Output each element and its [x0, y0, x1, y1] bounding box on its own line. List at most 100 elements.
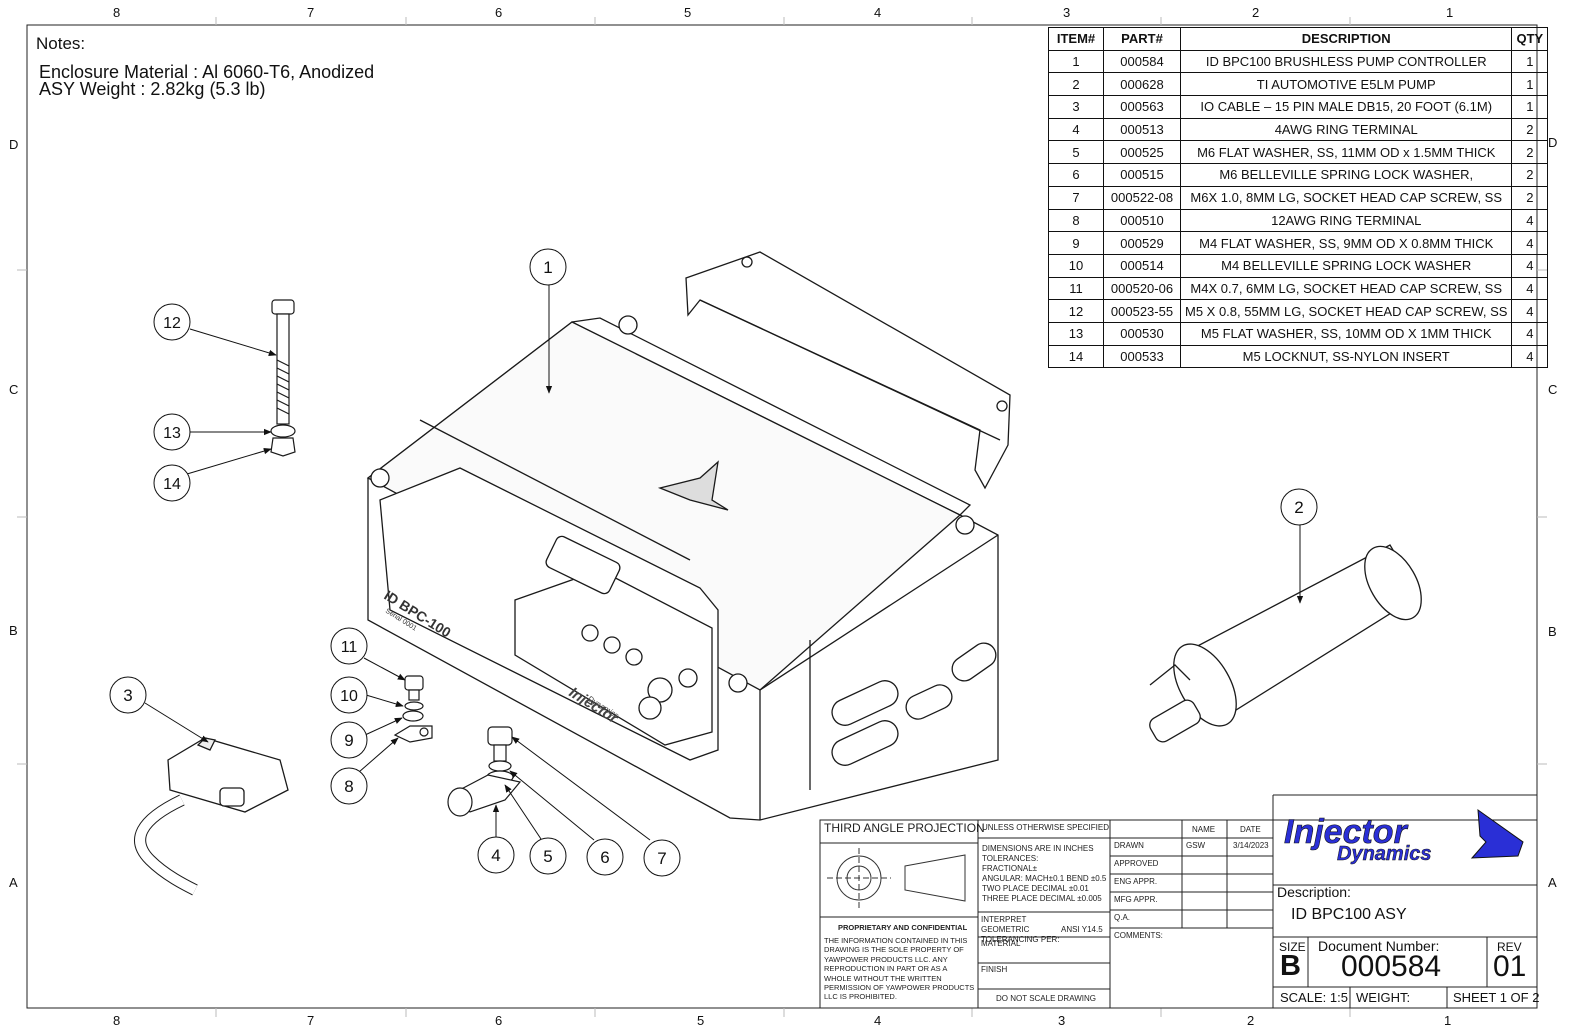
zone-label: B [1548, 624, 1557, 639]
zone-label: 4 [874, 1013, 882, 1028]
zone-label: 5 [697, 1013, 705, 1028]
projection-label: THIRD ANGLE PROJECTION [824, 821, 985, 835]
balloon-item-14: 14 [153, 464, 191, 502]
interpret-label: INTERPRET GEOMETRIC TOLERANCING PER: [981, 915, 1060, 944]
zone-label: 5 [684, 5, 692, 20]
bom-description: M5 LOCKNUT, SS-NYLON INSERT [1179, 344, 1513, 369]
proprietary-notice: THE INFORMATION CONTAINED IN THIS DRAWIN… [824, 936, 975, 1002]
signoff-role: Q.A. [1114, 913, 1131, 922]
ring-terminal-12awg-part [393, 725, 433, 743]
zone-label: 3 [1058, 1013, 1066, 1028]
balloon-number: 4 [491, 846, 500, 865]
zone-label: 2 [1252, 5, 1260, 20]
dimensions-line: FRACTIONAL± [982, 864, 1038, 873]
balloon-number: 6 [600, 848, 609, 867]
size-value: B [1280, 950, 1301, 982]
date-header: DATE [1240, 825, 1261, 834]
notes-block: Notes: Enclosure Material : Al 6060-T6, … [36, 34, 374, 98]
fuel-pump-part [1149, 544, 1422, 743]
flat-washer-m4-part [402, 710, 424, 722]
socket-screw-m5-part [271, 299, 295, 425]
bom-quantity: 4 [1511, 299, 1549, 323]
bom-part-number: 000529 [1103, 231, 1181, 255]
balloon-number: 8 [344, 777, 353, 796]
notes-header: Notes: [36, 34, 86, 53]
proprietary-title: PROPRIETARY AND CONFIDENTIAL [838, 923, 968, 932]
balloon-item-5: 5 [529, 837, 567, 875]
name-header: NAME [1192, 825, 1216, 834]
balloon-number: 3 [123, 686, 132, 705]
zone-label: A [9, 875, 18, 890]
bom-quantity: 4 [1511, 208, 1549, 233]
zone-label: 1 [1444, 1013, 1452, 1028]
balloon-item-2: 2 [1280, 488, 1318, 526]
balloon-number: 13 [163, 425, 181, 442]
balloon-item-11: 11 [330, 627, 368, 665]
bom-description: M5 FLAT WASHER, SS, 10MM OD X 1MM THICK [1179, 321, 1513, 346]
revision-value: 01 [1493, 950, 1527, 983]
unless-specified-label: UNLESS OTHERWISE SPECIFIED: [982, 823, 1112, 832]
zone-label: C [1548, 382, 1558, 397]
signoff-role: ENG APPR. [1114, 877, 1158, 886]
balloon-number: 14 [163, 476, 181, 493]
bom-part-number: 000533 [1103, 344, 1181, 369]
revision-label: REV [1497, 940, 1522, 954]
signoff-name: GSW [1186, 841, 1206, 850]
bom-part-number: 000530 [1103, 321, 1181, 346]
balloon-item-8: 8 [330, 767, 368, 805]
bom-quantity: 2 [1511, 163, 1549, 187]
balloon-number: 11 [341, 639, 358, 656]
zone-label: 1 [1446, 5, 1454, 20]
balloon-number: 2 [1294, 498, 1303, 517]
bom-description: ID BPC100 BRUSHLESS PUMP CONTROLLER [1179, 49, 1513, 74]
balloon-item-3: 3 [109, 676, 147, 714]
interpret-standard: ANSI Y14.5 [1061, 925, 1103, 934]
pump-controller-part: ID BPC-100 Serial 0001 Injector Dynamics [366, 315, 999, 821]
bom-description: IO CABLE – 15 PIN MALE DB15, 20 FOOT (6.… [1179, 95, 1513, 119]
zone-label: 2 [1247, 1013, 1255, 1028]
scale-label: SCALE: 1:5 [1280, 990, 1348, 1005]
zone-label: 8 [113, 1013, 121, 1028]
zone-label: 8 [113, 5, 121, 20]
bom-part-number: 000563 [1103, 95, 1181, 119]
balloon-number: 12 [163, 315, 181, 332]
document-number-label: Document Number: [1318, 938, 1440, 954]
size-label: SIZE [1279, 940, 1306, 954]
balloon-item-4: 4 [477, 836, 515, 874]
zone-label: 7 [307, 5, 315, 20]
description-value: ID BPC100 ASY [1291, 906, 1407, 923]
bom-part-number: 000513 [1103, 117, 1181, 142]
balloon-leaders [144, 284, 1304, 841]
description-label: Description: [1277, 884, 1351, 900]
bom-description: M4 BELLEVILLE SPRING LOCK WASHER [1179, 253, 1513, 278]
balloon-item-13: 13 [153, 413, 191, 451]
balloon-number: 10 [340, 688, 358, 705]
dimensions-line: DIMENSIONS ARE IN INCHES [982, 844, 1094, 853]
bom-header-cell: QTY [1511, 27, 1549, 51]
comments-label: COMMENTS: [1114, 931, 1163, 940]
bom-part-number: 000523-55 [1103, 299, 1181, 323]
balloon-item-9: 9 [330, 721, 368, 759]
balloon-number: 7 [657, 849, 666, 868]
material-label: MATERIAL [981, 939, 1021, 948]
io-cable-part [134, 737, 289, 896]
bom-item-number: 14 [1048, 344, 1104, 369]
balloon-number: 9 [344, 731, 353, 750]
socket-screw-m6-part [487, 726, 513, 762]
zone-label: 4 [874, 5, 882, 20]
balloon-item-6: 6 [586, 838, 624, 876]
ring-terminal-4awg-part [447, 774, 522, 817]
signoff-role: APPROVED [1114, 859, 1159, 868]
dimensions-line: ANGULAR: MACH±0.1 BEND ±0.5 [982, 874, 1107, 883]
